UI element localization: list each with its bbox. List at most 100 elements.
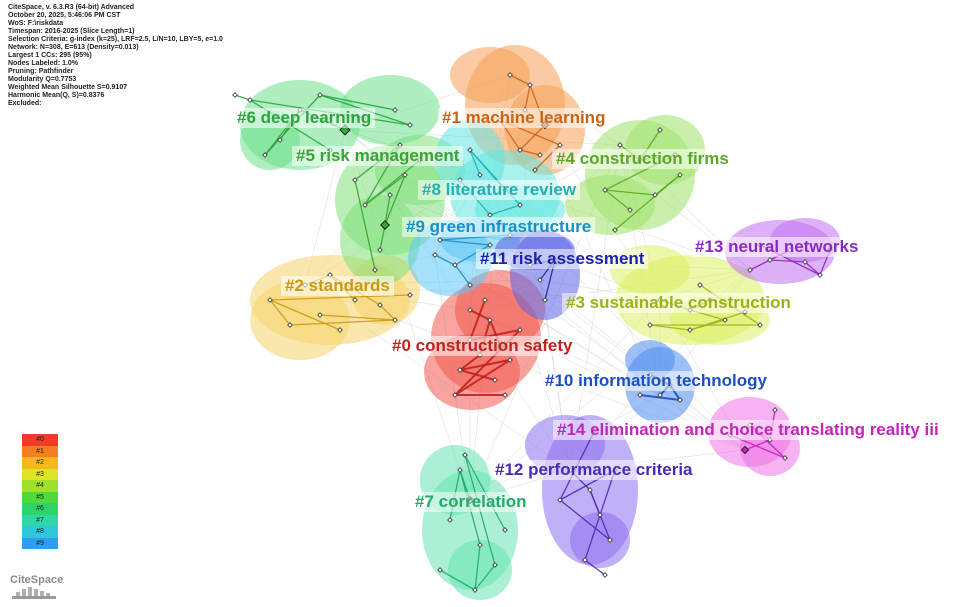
cluster-link: [289, 319, 396, 326]
cluster-region-part: [570, 512, 630, 568]
network-node: [487, 242, 493, 248]
network-node: [437, 567, 443, 573]
cluster-link: [604, 189, 631, 211]
network-node: [402, 172, 408, 178]
network-node: [262, 152, 268, 158]
network-node: [447, 517, 453, 523]
network-node: [617, 142, 623, 148]
cluster-link: [439, 569, 476, 591]
network-node: [527, 82, 533, 88]
network-node: [697, 282, 703, 288]
info-line: October 20, 2025, 5:46:06 PM CST: [8, 12, 121, 19]
network-node: [767, 257, 773, 263]
cluster-link: [379, 224, 386, 251]
network-node: [352, 297, 358, 303]
network-node: [652, 192, 658, 198]
network-node: [517, 327, 523, 333]
network-node: [232, 92, 238, 98]
cluster-link: [559, 499, 611, 541]
cluster-link: [614, 174, 681, 231]
network-node: [247, 97, 253, 103]
network-node: [432, 252, 438, 258]
cluster-link: [474, 544, 481, 591]
cluster-link: [744, 439, 771, 451]
network-node: [337, 327, 343, 333]
network-node: [267, 297, 273, 303]
cluster-link: [269, 299, 341, 331]
cluster-legend: #0#1#2#3#4#5#6#7#8#9: [22, 434, 58, 549]
info-line: Pruning: Pathfinder: [8, 68, 74, 75]
network-node: [607, 537, 613, 543]
network-node: [392, 317, 398, 323]
network-node: [772, 407, 778, 413]
network-node: [627, 207, 633, 213]
cluster-label: #2 standards: [281, 276, 394, 296]
network-node: [537, 277, 543, 283]
cluster-link: [319, 94, 396, 111]
cluster-link: [454, 244, 491, 266]
network-node: [657, 127, 663, 133]
cluster-link: [584, 559, 606, 576]
network-node: [657, 392, 663, 398]
cluster-label: #11 risk assessment: [476, 249, 649, 269]
legend-item: #4: [22, 480, 58, 492]
network-node: [477, 172, 483, 178]
network-node: [582, 557, 588, 563]
network-node: [677, 172, 683, 178]
network-node: [507, 72, 513, 78]
network-node: [452, 262, 458, 268]
network-node: [457, 467, 463, 473]
network-node: [352, 177, 358, 183]
cluster-label: #3 sustainable construction: [562, 293, 795, 313]
network-node: [467, 147, 473, 153]
cluster-region-part: [448, 540, 512, 600]
network-node: [477, 542, 483, 548]
info-line: Weighted Mean Silhouette S=0.9107: [8, 84, 128, 91]
cluster-link: [509, 74, 531, 86]
network-node: [372, 267, 378, 273]
cluster-link: [469, 149, 481, 176]
cluster-link: [489, 204, 521, 216]
network-node: [317, 312, 323, 318]
cluster-link: [604, 189, 656, 196]
network-node: [457, 367, 463, 373]
network-node: [587, 487, 593, 493]
network-node: [407, 292, 413, 298]
cluster-link: [234, 94, 251, 101]
cluster-link: [364, 159, 421, 206]
cluster-link: [384, 174, 406, 226]
network-node: [462, 452, 468, 458]
legend-item: #1: [22, 445, 58, 457]
network-node: [602, 187, 608, 193]
network-node: [647, 322, 653, 328]
legend-item: #2: [22, 457, 58, 469]
network-node: [597, 512, 603, 518]
cluster-label: #4 construction firms: [552, 149, 733, 169]
legend-item: #7: [22, 514, 58, 526]
citespace-logo: CiteSpace: [10, 574, 70, 607]
network-node: [507, 357, 513, 363]
network-node: [392, 107, 398, 113]
cluster-label: #10 information technology: [541, 371, 771, 391]
network-node: [467, 282, 473, 288]
legend-item: #0: [22, 434, 58, 446]
cluster-link: [689, 311, 746, 331]
network-node: [277, 137, 283, 143]
info-line: WoS: F:\riskdata: [8, 20, 64, 27]
cluster-link: [354, 179, 376, 271]
logo-text: CiteSpace: [10, 574, 64, 586]
network-node: [467, 307, 473, 313]
cluster-link: [269, 299, 291, 326]
cluster-link: [649, 324, 691, 331]
network-node: [377, 247, 383, 253]
network-node: [492, 562, 498, 568]
cluster-link: [384, 194, 391, 226]
info-line: Timespan: 2016-2025 (Slice Length=1): [8, 28, 135, 35]
cluster-label: #0 construction safety: [388, 336, 577, 356]
network-node: [557, 142, 563, 148]
network-node: [537, 152, 543, 158]
network-node: [602, 572, 608, 578]
cluster-region-part: [625, 340, 675, 380]
network-node: [437, 237, 443, 243]
